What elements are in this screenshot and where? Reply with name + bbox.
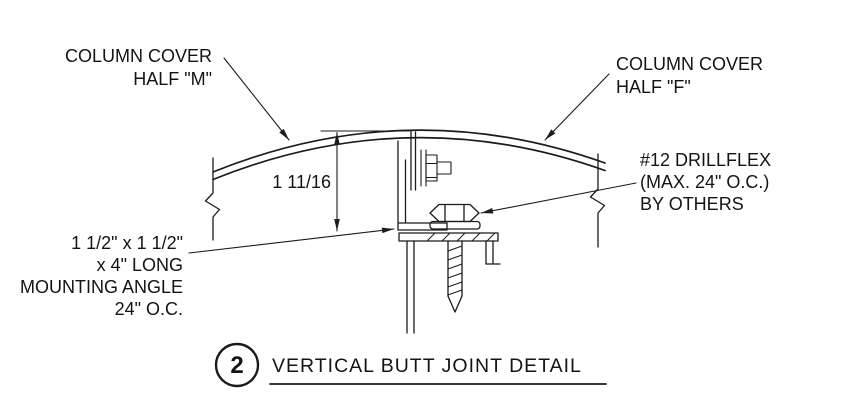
mounting-angle-label-line3: MOUNTING ANGLE xyxy=(20,277,183,297)
leader-mounting-angle xyxy=(188,227,395,254)
leader-drillflex xyxy=(480,182,637,214)
washer xyxy=(429,220,481,230)
butt-joint-lines xyxy=(410,130,417,191)
mounting-angle-label-line2: x 4" LONG xyxy=(97,255,183,275)
detail-title: VERTICAL BUTT JOINT DETAIL xyxy=(272,355,582,377)
cover-m-label-line2: HALF "M" xyxy=(133,69,212,89)
column-cover-arcs xyxy=(212,129,606,181)
stud-nut-assembly xyxy=(420,149,452,187)
callout-column-cover-m: COLUMN COVER HALF "M" xyxy=(65,46,212,89)
mounting-angle-shape xyxy=(397,140,448,231)
plate-section-hatch xyxy=(426,232,496,242)
drillflex-label-line2: (MAX. 24" O.C.) xyxy=(640,172,769,192)
leader-cover-f xyxy=(544,73,610,141)
detail-number-circle xyxy=(214,342,260,388)
hex-bolt-head xyxy=(429,203,480,223)
dimension-text: 1 11/16 xyxy=(272,172,331,192)
callout-drillflex: #12 DRILLFLEX (MAX. 24" O.C.) BY OTHERS xyxy=(640,150,771,214)
drillflex-screw-shank xyxy=(447,240,463,313)
dimension-line xyxy=(320,130,410,232)
detail-number: 2 xyxy=(230,352,243,379)
break-symbol-right xyxy=(589,153,606,248)
leader-cover-m xyxy=(223,57,290,141)
drillflex-label-line1: #12 DRILLFLEX xyxy=(640,150,771,170)
break-symbol-left xyxy=(204,157,221,241)
callout-column-cover-f: COLUMN COVER HALF "F" xyxy=(616,54,763,97)
detail-title-block: 2 VERTICAL BUTT JOINT DETAIL xyxy=(214,342,607,388)
drillflex-label-line3: BY OTHERS xyxy=(640,194,744,214)
support-channel xyxy=(406,240,501,334)
cover-f-label-line1: COLUMN COVER xyxy=(616,54,763,74)
callout-mounting-angle: 1 1/2" x 1 1/2" x 4" LONG MOUNTING ANGLE… xyxy=(20,233,183,319)
mounting-angle-label-line1: 1 1/2" x 1 1/2" xyxy=(71,233,183,253)
cover-f-label-line2: HALF "F" xyxy=(616,77,691,97)
cover-m-label-line1: COLUMN COVER xyxy=(65,46,212,66)
mounting-angle-label-line4: 24" O.C. xyxy=(115,299,183,319)
